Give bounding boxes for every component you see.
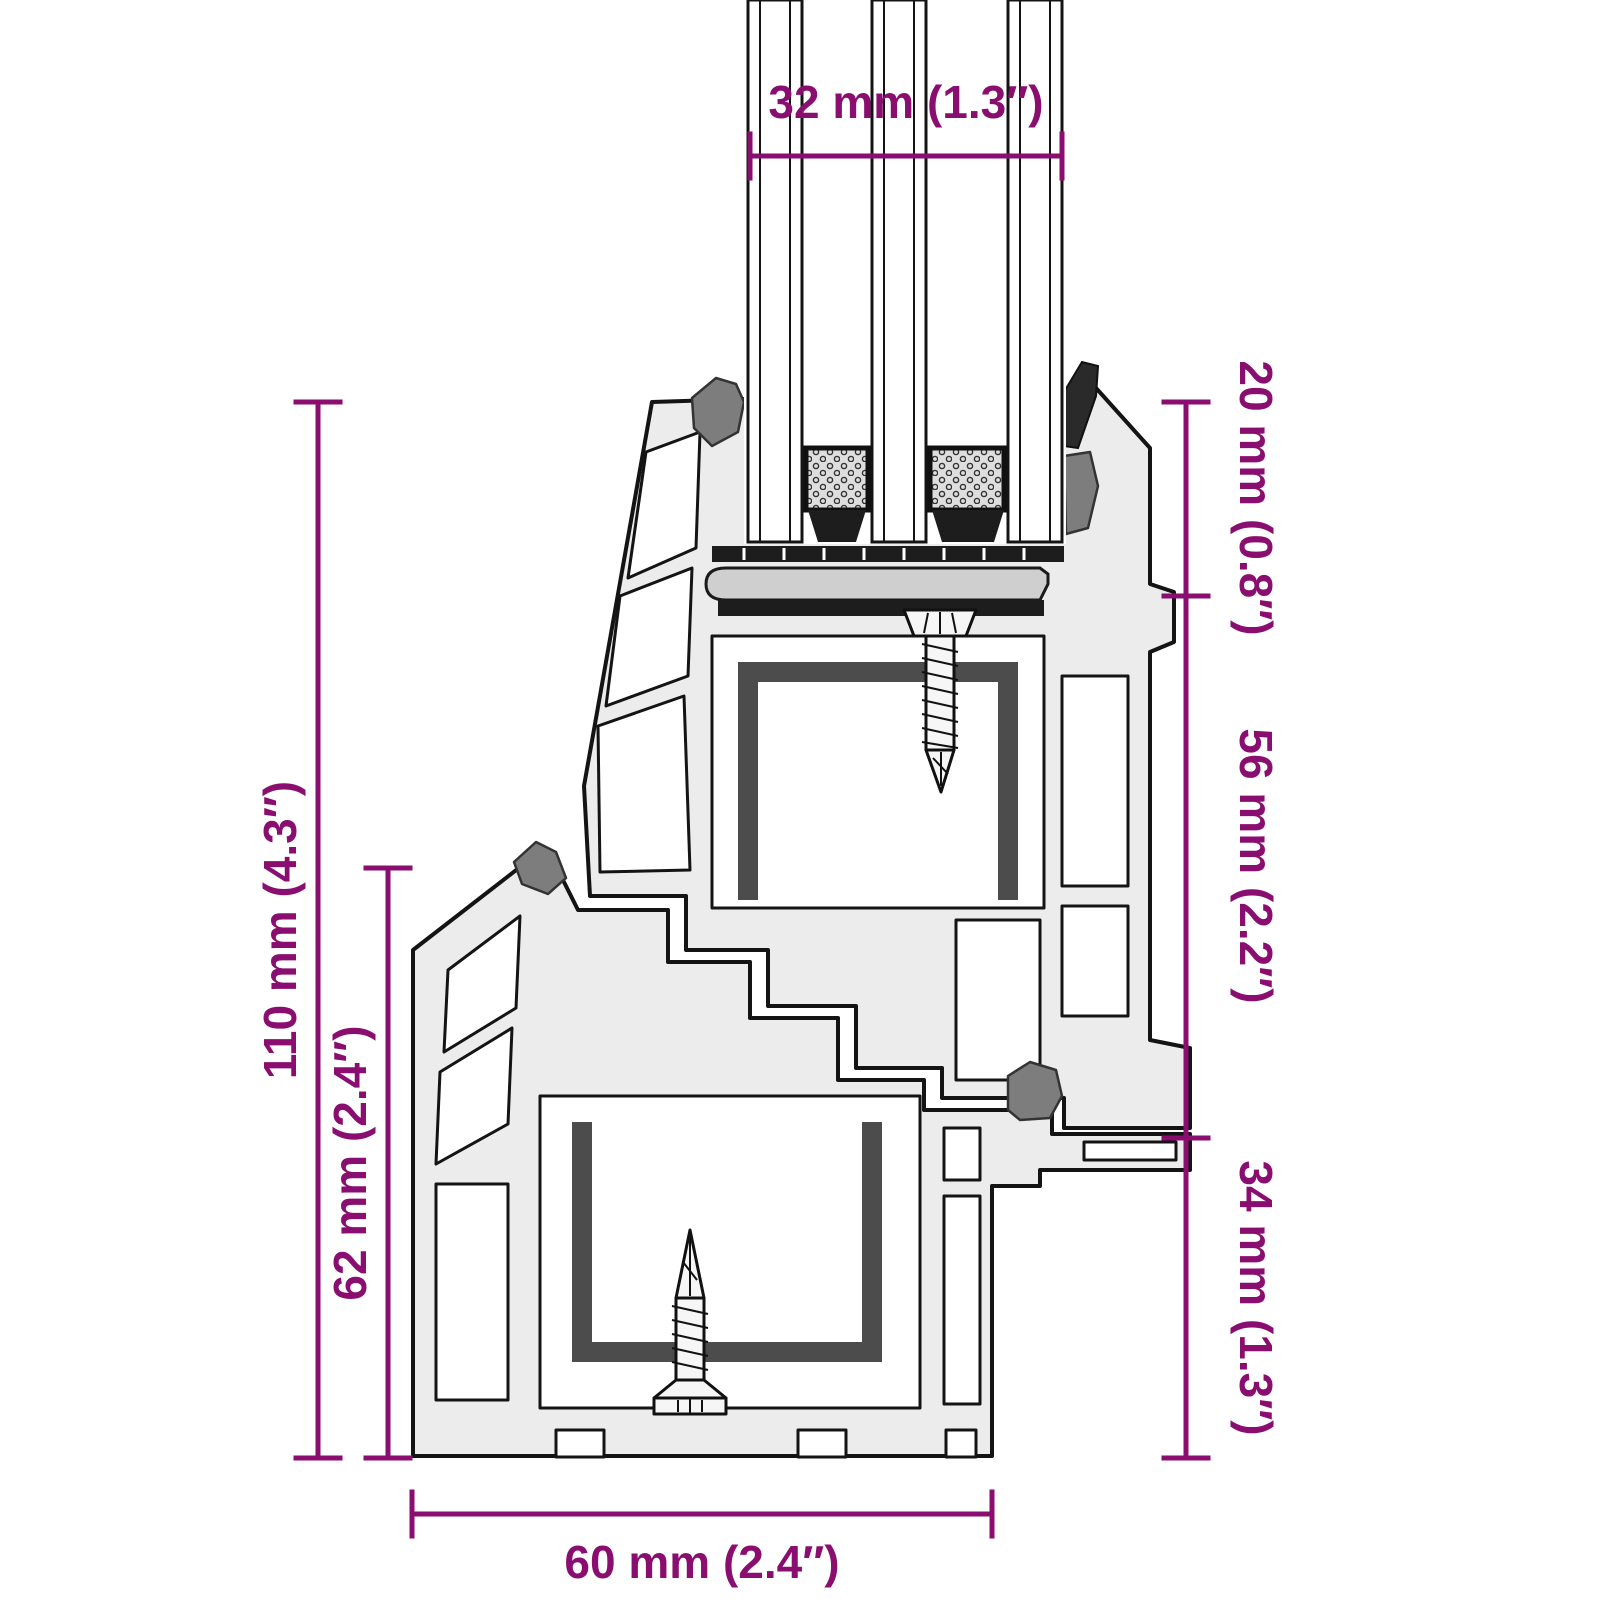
frame-chamber: [442, 914, 522, 1054]
gaskets: [512, 360, 1100, 1122]
screw-frame: [652, 1228, 728, 1416]
frame-steel-reinforcement: [572, 1122, 882, 1362]
sash-chamber: [626, 430, 702, 580]
spacer-bar-right: [927, 445, 1007, 542]
sash-chamber: [604, 566, 694, 708]
dimension-label-frame-face-height: 34 mm (1.3″): [1230, 1160, 1282, 1435]
dimension-total-height: 110 mm (4.3″): [254, 399, 343, 1461]
sash-chamber: [954, 918, 1042, 1082]
dimension-right-stack: 20 mm (0.8″) 56 mm (2.2″) 34 mm (1.3″): [1161, 360, 1282, 1461]
sash-top-left-gasket: [690, 376, 746, 448]
glazing-pane-inner: [1006, 0, 1064, 544]
dimension-label-sash-face-height: 56 mm (2.2″): [1230, 728, 1282, 1003]
sash-chamber: [1060, 674, 1130, 888]
screw-sash: [902, 608, 978, 794]
sash-chamber: [1060, 904, 1130, 1018]
glass-unit: [704, 0, 1066, 616]
frame-top-left-gasket: [512, 840, 568, 896]
frame-profile: [411, 862, 1192, 1459]
bottom-groove: [554, 1428, 606, 1459]
glazing-pane-outer: [746, 0, 804, 544]
spacer-bar-left: [803, 445, 871, 542]
glazing-bridge: [704, 546, 1064, 616]
glazing-packer: [704, 566, 1050, 602]
frame-arm-gasket: [1006, 1060, 1064, 1122]
sash-steel-reinforcement: [738, 662, 1018, 900]
dimension-frame-depth: 60 mm (2.4″): [409, 1489, 995, 1588]
dimension-label-frame-depth: 60 mm (2.4″): [564, 1536, 839, 1588]
dimension-label-rebate-height: 20 mm (0.8″): [1230, 360, 1282, 635]
bottom-groove: [796, 1428, 848, 1459]
frame-chamber: [434, 1182, 510, 1402]
dimension-glass-width: 32 mm (1.3″): [747, 76, 1065, 181]
frame-arm-chamber: [1082, 1140, 1178, 1162]
frame-chamber: [942, 1126, 982, 1182]
sash-chamber: [596, 694, 692, 874]
glazing-pane-middle: [870, 0, 928, 544]
dimension-label-glass-width: 32 mm (1.3″): [768, 76, 1043, 128]
bottom-groove: [944, 1428, 978, 1459]
dimension-frame-height: 62 mm (2.4″): [324, 865, 413, 1461]
frame-chamber: [942, 1194, 982, 1406]
dimension-label-frame-height: 62 mm (2.4″): [324, 1025, 376, 1300]
frame-chamber: [434, 1026, 514, 1166]
dimension-label-total-height: 110 mm (4.3″): [254, 781, 306, 1079]
